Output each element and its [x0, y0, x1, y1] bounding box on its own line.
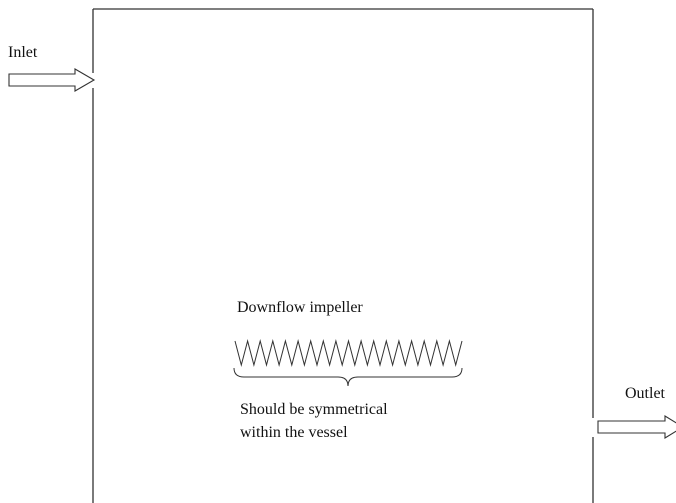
inlet-arrow-icon	[8, 68, 96, 92]
impeller-label: Downflow impeller	[237, 299, 363, 316]
vessel	[92, 8, 594, 503]
symmetry-note-line1: Should be symmetrical	[240, 401, 388, 418]
inlet-label: Inlet	[8, 44, 38, 61]
outlet-arrow-icon	[597, 415, 676, 439]
impeller-brace-icon	[233, 367, 463, 387]
outlet-label: Outlet	[625, 385, 666, 402]
impeller-blades-icon	[234, 339, 463, 367]
symmetry-note-line2: within the vessel	[240, 424, 348, 441]
